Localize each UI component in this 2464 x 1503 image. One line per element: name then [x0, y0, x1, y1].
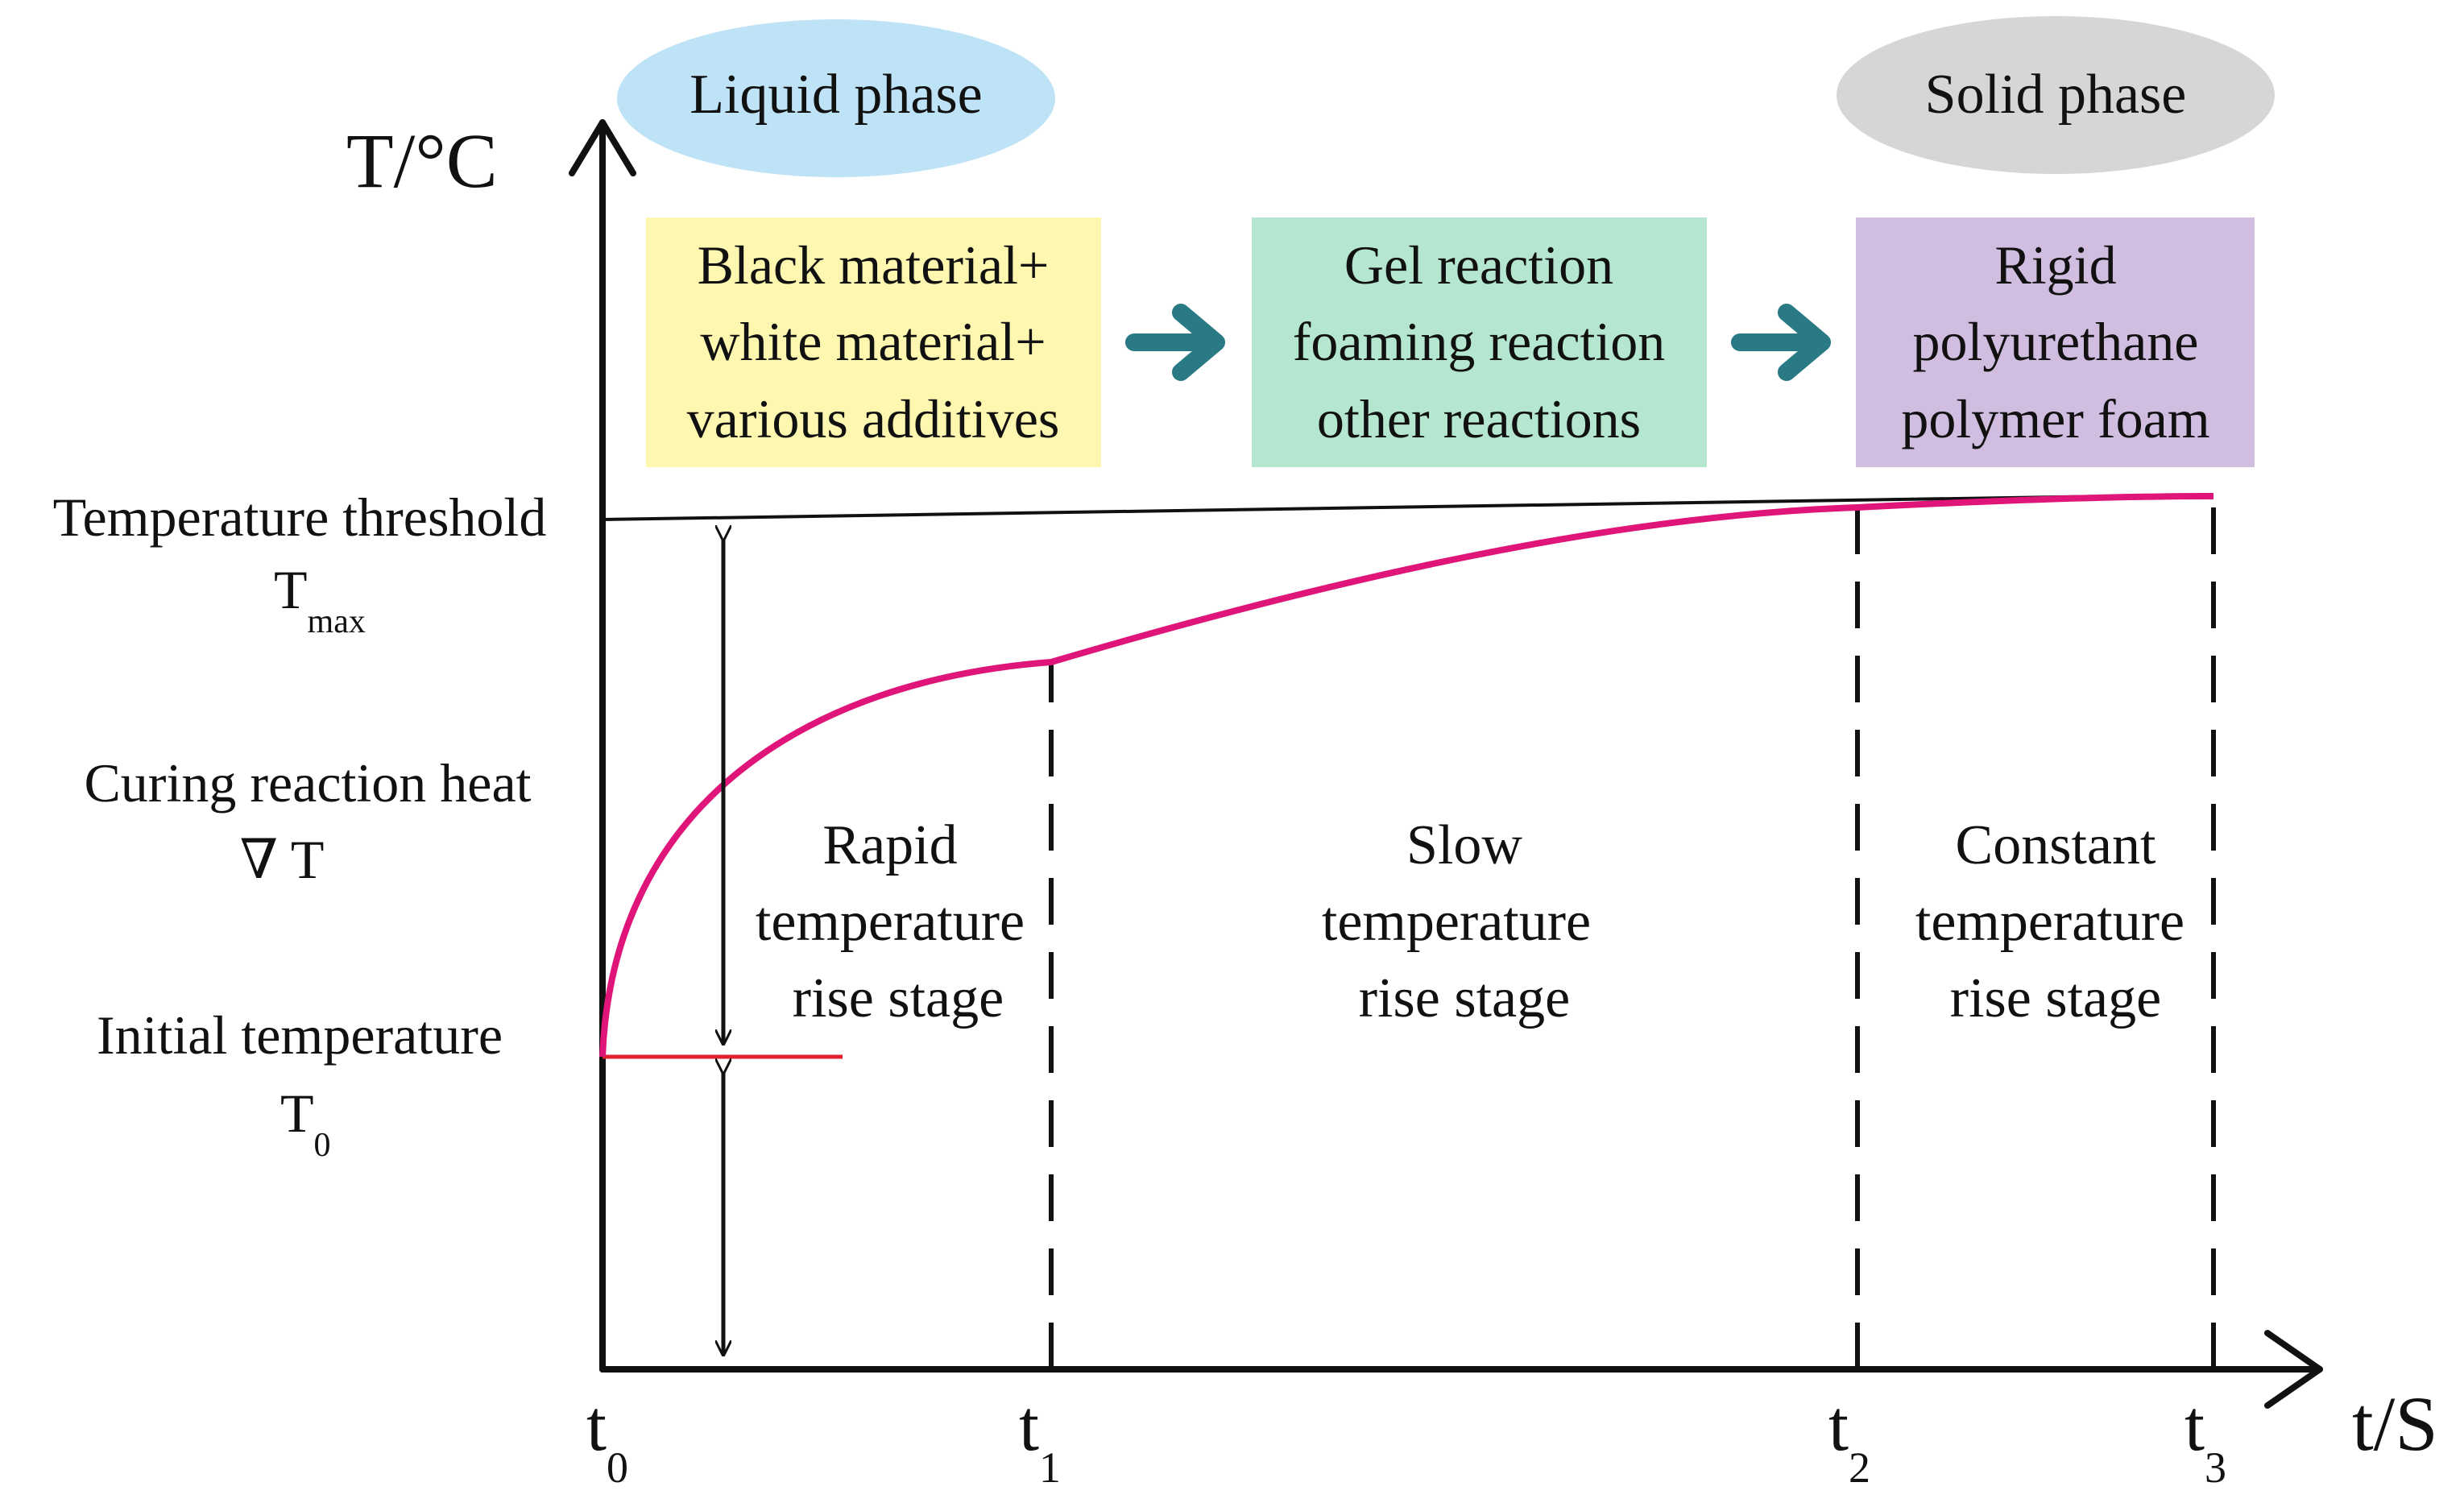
stage-rapid-line-1: Rapid	[822, 814, 957, 876]
reaction-heat-label: Curing reaction heat	[84, 752, 531, 814]
stage-rapid-line-2: temperature	[756, 891, 1025, 953]
tick-t2-base: t	[1828, 1386, 1849, 1466]
materials-line-1: Black material+	[698, 234, 1050, 296]
y-axis-label: T/°C	[346, 118, 498, 204]
threshold-symbol-sub: max	[308, 603, 366, 640]
tick-t1: t1	[1019, 1386, 1061, 1492]
tick-t0: t0	[586, 1386, 628, 1492]
liquid-phase-label: Liquid phase	[690, 64, 983, 126]
threshold-symbol: Tmax	[274, 559, 366, 640]
stage-rapid-line-3: rise stage	[793, 967, 1004, 1029]
initial-temperature-symbol: T0	[280, 1083, 331, 1164]
product-line-1: Rigid	[1994, 234, 2116, 296]
flow-arrow-1-icon	[1125, 304, 1225, 381]
flow-arrow-2-icon	[1731, 304, 1831, 381]
materials-box	[646, 217, 1101, 467]
stage-slow-line-3: rise stage	[1359, 967, 1570, 1029]
tick-t3: t3	[2184, 1386, 2226, 1492]
threshold-line	[602, 493, 2214, 521]
materials-line-2: white material+	[700, 311, 1046, 372]
tick-t3-sub: 3	[2205, 1443, 2226, 1492]
product-line-2: polyurethane	[1913, 311, 2199, 372]
x-axis-label: t/S	[2352, 1381, 2438, 1467]
reactions-line-3: other reactions	[1317, 388, 1641, 449]
tick-t0-sub: 0	[607, 1443, 628, 1492]
tick-t0-base: t	[586, 1386, 607, 1466]
materials-line-3: various additives	[687, 388, 1060, 449]
product-line-3: polymer foam	[1901, 388, 2209, 449]
reactions-box	[1252, 217, 1707, 467]
initial-temperature-label: Initial temperature	[97, 1004, 503, 1066]
initial-temperature-symbol-base: T	[280, 1083, 314, 1144]
initial-temperature-symbol-sub: 0	[314, 1127, 331, 1164]
reactions-line-2: foaming reaction	[1293, 311, 1666, 372]
tick-t2-sub: 2	[1849, 1443, 1870, 1492]
tick-t1-base: t	[1019, 1386, 1039, 1466]
product-box	[1856, 217, 2255, 467]
stage-slow-line-1: Slow	[1406, 814, 1522, 876]
stage-constant-line-3: rise stage	[1950, 967, 2161, 1029]
tick-t1-sub: 1	[1039, 1443, 1061, 1492]
solid-phase-label: Solid phase	[1925, 64, 2187, 126]
tick-t3-base: t	[2184, 1386, 2205, 1466]
stage-constant-line-2: temperature	[1915, 891, 2184, 953]
liquid-phase-ellipse	[617, 19, 1055, 177]
stage-slow-line-2: temperature	[1322, 891, 1591, 953]
x-axis	[599, 1330, 2323, 1409]
stage-constant-line-1: Constant	[1956, 814, 2156, 876]
tick-t2: t2	[1828, 1386, 1870, 1492]
y-axis	[569, 119, 636, 1373]
solid-phase-ellipse	[1837, 16, 2275, 174]
reaction-heat-symbol: ∇ T	[240, 829, 325, 890]
threshold-label: Temperature threshold	[53, 487, 547, 548]
threshold-symbol-base: T	[274, 559, 308, 620]
reactions-line-1: Gel reaction	[1344, 234, 1613, 296]
